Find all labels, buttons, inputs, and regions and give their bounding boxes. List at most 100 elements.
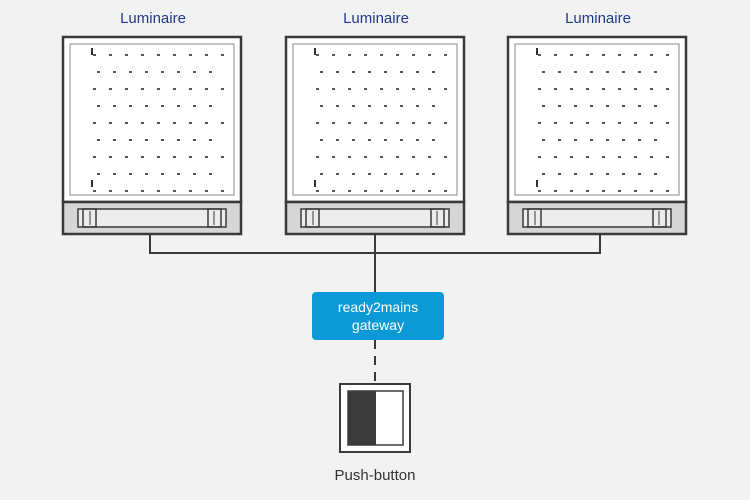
led-dot bbox=[618, 88, 621, 90]
led-dot bbox=[97, 173, 100, 175]
led-dot bbox=[542, 105, 545, 107]
led-dot bbox=[109, 156, 112, 158]
driver-unit bbox=[300, 208, 450, 228]
corner-marker bbox=[91, 180, 93, 187]
led-dot bbox=[602, 88, 605, 90]
led-dot bbox=[432, 71, 435, 73]
led-grid bbox=[316, 54, 447, 192]
led-dot bbox=[189, 156, 192, 158]
led-dot bbox=[380, 88, 383, 90]
led-dot bbox=[161, 71, 164, 73]
led-dot bbox=[444, 190, 447, 192]
led-dot bbox=[554, 88, 557, 90]
led-dot bbox=[400, 139, 403, 141]
led-dot bbox=[622, 105, 625, 107]
led-dot bbox=[141, 88, 144, 90]
led-dot bbox=[416, 173, 419, 175]
gateway-box: ready2mains gateway bbox=[312, 292, 444, 340]
led-dot bbox=[606, 71, 609, 73]
led-dot bbox=[364, 190, 367, 192]
led-dot bbox=[93, 156, 96, 158]
led-dot bbox=[209, 105, 212, 107]
led-dot bbox=[428, 122, 431, 124]
led-dot bbox=[384, 139, 387, 141]
led-dot bbox=[590, 105, 593, 107]
led-dot bbox=[554, 54, 557, 56]
led-dot bbox=[332, 190, 335, 192]
led-dot bbox=[221, 190, 224, 192]
led-dot bbox=[141, 190, 144, 192]
led-dot bbox=[412, 88, 415, 90]
led-grid bbox=[538, 54, 669, 192]
led-dot bbox=[654, 105, 657, 107]
led-dot bbox=[618, 190, 621, 192]
led-dot bbox=[336, 139, 339, 141]
led-dot bbox=[396, 88, 399, 90]
led-dot bbox=[654, 139, 657, 141]
led-dot bbox=[558, 173, 561, 175]
led-dot bbox=[654, 173, 657, 175]
wiring bbox=[149, 234, 601, 292]
driver-terminal-right bbox=[652, 208, 667, 228]
driver-terminal-left bbox=[305, 208, 320, 228]
led-dot bbox=[129, 71, 132, 73]
led-dot bbox=[109, 122, 112, 124]
led-dot bbox=[332, 88, 335, 90]
led-dot bbox=[428, 88, 431, 90]
luminaire-label-2: Luminaire bbox=[343, 10, 409, 27]
led-dot bbox=[380, 190, 383, 192]
led-dot bbox=[602, 190, 605, 192]
led-dot bbox=[618, 156, 621, 158]
led-dot bbox=[384, 173, 387, 175]
led-dot bbox=[364, 54, 367, 56]
led-dot bbox=[602, 156, 605, 158]
led-dot bbox=[320, 71, 323, 73]
led-dot bbox=[125, 54, 128, 56]
led-dot bbox=[368, 105, 371, 107]
led-dot bbox=[400, 173, 403, 175]
led-dot bbox=[348, 54, 351, 56]
led-dot bbox=[364, 122, 367, 124]
led-dot bbox=[558, 71, 561, 73]
led-dot bbox=[145, 105, 148, 107]
led-dot bbox=[650, 54, 653, 56]
led-dot bbox=[157, 122, 160, 124]
luminaire-1 bbox=[61, 35, 243, 236]
led-dot bbox=[109, 190, 112, 192]
led-dot bbox=[173, 88, 176, 90]
led-dot bbox=[622, 139, 625, 141]
led-dot bbox=[634, 122, 637, 124]
led-dot bbox=[193, 71, 196, 73]
led-dot bbox=[205, 190, 208, 192]
led-dot bbox=[368, 139, 371, 141]
corner-marker bbox=[536, 48, 538, 55]
led-dot bbox=[348, 156, 351, 158]
led-dot bbox=[400, 71, 403, 73]
led-dot bbox=[634, 190, 637, 192]
led-dot bbox=[606, 139, 609, 141]
led-dot bbox=[666, 54, 669, 56]
led-dot bbox=[444, 88, 447, 90]
led-dot bbox=[93, 190, 96, 192]
led-dot bbox=[113, 71, 116, 73]
led-dot bbox=[177, 105, 180, 107]
led-dot bbox=[618, 122, 621, 124]
led-dot bbox=[542, 139, 545, 141]
led-dot bbox=[542, 173, 545, 175]
luminaire-label-3: Luminaire bbox=[565, 10, 631, 27]
led-dot bbox=[554, 122, 557, 124]
led-dot bbox=[189, 88, 192, 90]
led-dot bbox=[650, 88, 653, 90]
led-dot bbox=[654, 71, 657, 73]
led-dot bbox=[368, 173, 371, 175]
led-dot bbox=[352, 173, 355, 175]
led-dot bbox=[618, 54, 621, 56]
led-dot bbox=[129, 173, 132, 175]
led-dot bbox=[428, 190, 431, 192]
led-dot bbox=[316, 54, 319, 56]
led-dot bbox=[650, 190, 653, 192]
led-dot bbox=[221, 156, 224, 158]
led-dot bbox=[380, 156, 383, 158]
led-dot bbox=[650, 122, 653, 124]
